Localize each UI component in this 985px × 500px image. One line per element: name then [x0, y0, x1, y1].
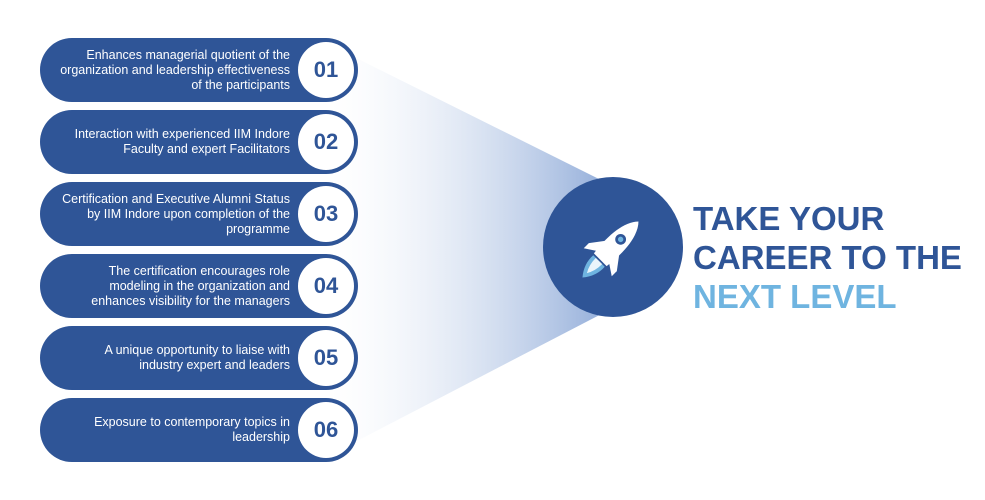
benefit-text-03: Certification and Executive Alumni Statu… [62, 191, 290, 236]
headline-line-3: NEXT LEVEL [693, 278, 897, 315]
headline-line-1: TAKE YOUR [693, 200, 885, 237]
rocket-circle [543, 177, 683, 317]
headline: TAKE YOUR CAREER TO THE NEXT LEVEL [693, 199, 978, 316]
benefit-item-05: A unique opportunity to liaise with indu… [40, 326, 358, 390]
rocket-icon [582, 221, 639, 278]
benefit-text-01: Enhances managerial quotient of the orga… [60, 47, 290, 92]
benefit-number-02: 02 [298, 114, 354, 170]
benefit-item-01: Enhances managerial quotient of the orga… [40, 38, 358, 102]
headline-line-2: CAREER TO THE [693, 239, 962, 276]
benefit-number-06: 06 [298, 402, 354, 458]
benefit-text-05: A unique opportunity to liaise with indu… [104, 343, 290, 372]
benefit-item-02: Interaction with experienced IIM Indore … [40, 110, 358, 174]
benefit-number-01: 01 [298, 42, 354, 98]
benefit-number-05: 05 [298, 330, 354, 386]
benefit-number-03: 03 [298, 186, 354, 242]
benefit-item-06: Exposure to contemporary topics in leade… [40, 398, 358, 462]
benefit-text-04: The certification encourages role modeli… [91, 263, 290, 308]
benefit-item-04: The certification encourages role modeli… [40, 254, 358, 318]
benefit-number-04: 04 [298, 258, 354, 314]
benefit-text-06: Exposure to contemporary topics in leade… [94, 415, 290, 444]
benefit-text-02: Interaction with experienced IIM Indore … [74, 127, 290, 156]
benefit-item-03: Certification and Executive Alumni Statu… [40, 182, 358, 246]
